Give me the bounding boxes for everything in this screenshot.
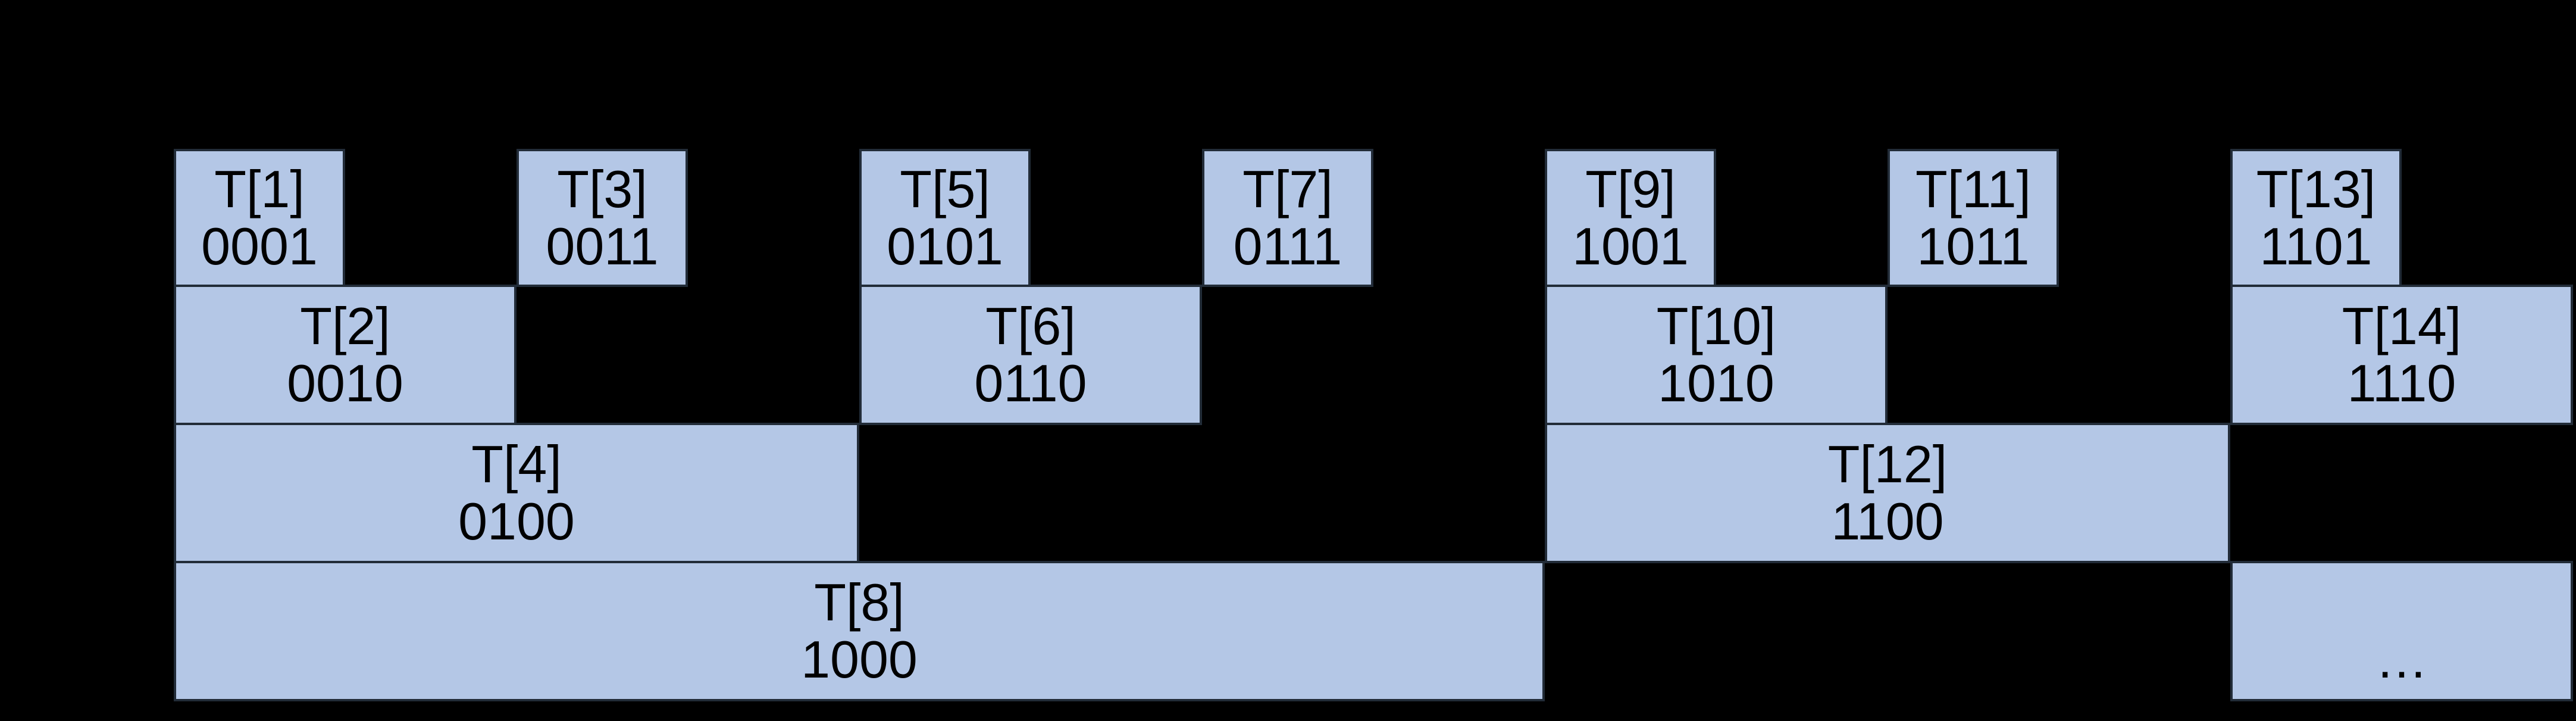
node-label: T[2]	[300, 296, 390, 355]
node-bits: 1110	[2347, 354, 2456, 413]
node-label: T[3]	[557, 160, 647, 219]
tree-node-t3: T[3]0011	[517, 149, 688, 287]
node-bits: 0111	[1233, 217, 1342, 276]
node-label: T[10]	[1656, 296, 1776, 355]
tree-node-t10: T[10]1010	[1545, 285, 1888, 425]
tree-node-t1: T[1]0001	[174, 149, 345, 287]
tree-node-t13: T[13]1101	[2230, 149, 2402, 287]
node-label: T[6]	[985, 296, 1076, 355]
node-label: T[1]	[214, 160, 305, 219]
tree-node-t9: T[9]1001	[1545, 149, 1716, 287]
node-label: T[8]	[814, 573, 904, 632]
node-bits: 0101	[887, 217, 1003, 276]
tree-node-ellipsis: …	[2230, 561, 2573, 701]
node-bits: 0100	[458, 492, 575, 551]
node-label: T[4]	[471, 435, 562, 494]
tree-node-t4: T[4]0100	[174, 423, 859, 563]
tree-node-t7: T[7]0111	[1202, 149, 1373, 287]
tree-node-t12: T[12]1100	[1545, 423, 2230, 563]
node-label: T[11]	[1915, 160, 2031, 219]
node-label: T[14]	[2342, 296, 2462, 355]
node-bits: 1001	[1572, 217, 1689, 276]
node-bits: 1100	[1831, 492, 1944, 551]
node-label: T[5]	[900, 160, 990, 219]
node-bits: 0010	[287, 354, 403, 413]
node-label: T[9]	[1585, 160, 1676, 219]
node-bits: 1000	[801, 630, 918, 689]
node-label: T[12]	[1827, 435, 1948, 494]
tree-node-t8: T[8]1000	[174, 561, 1545, 701]
node-bits: 0011	[546, 217, 659, 276]
node-bits: 1101	[2259, 217, 2372, 276]
node-bits: …	[2375, 630, 2428, 689]
node-bits: 1011	[1917, 217, 2030, 276]
tree-node-t5: T[5]0101	[859, 149, 1031, 287]
tree-node-t6: T[6]0110	[859, 285, 1202, 425]
node-bits: 0001	[201, 217, 318, 276]
tree-node-t14: T[14]1110	[2230, 285, 2573, 425]
tree-node-t11: T[11]1011	[1888, 149, 2059, 287]
node-label: T[13]	[2256, 160, 2376, 219]
node-bits: 0110	[974, 354, 1087, 413]
node-label: T[7]	[1242, 160, 1333, 219]
tree-node-t2: T[2]0010	[174, 285, 517, 425]
node-bits: 1010	[1658, 354, 1774, 413]
